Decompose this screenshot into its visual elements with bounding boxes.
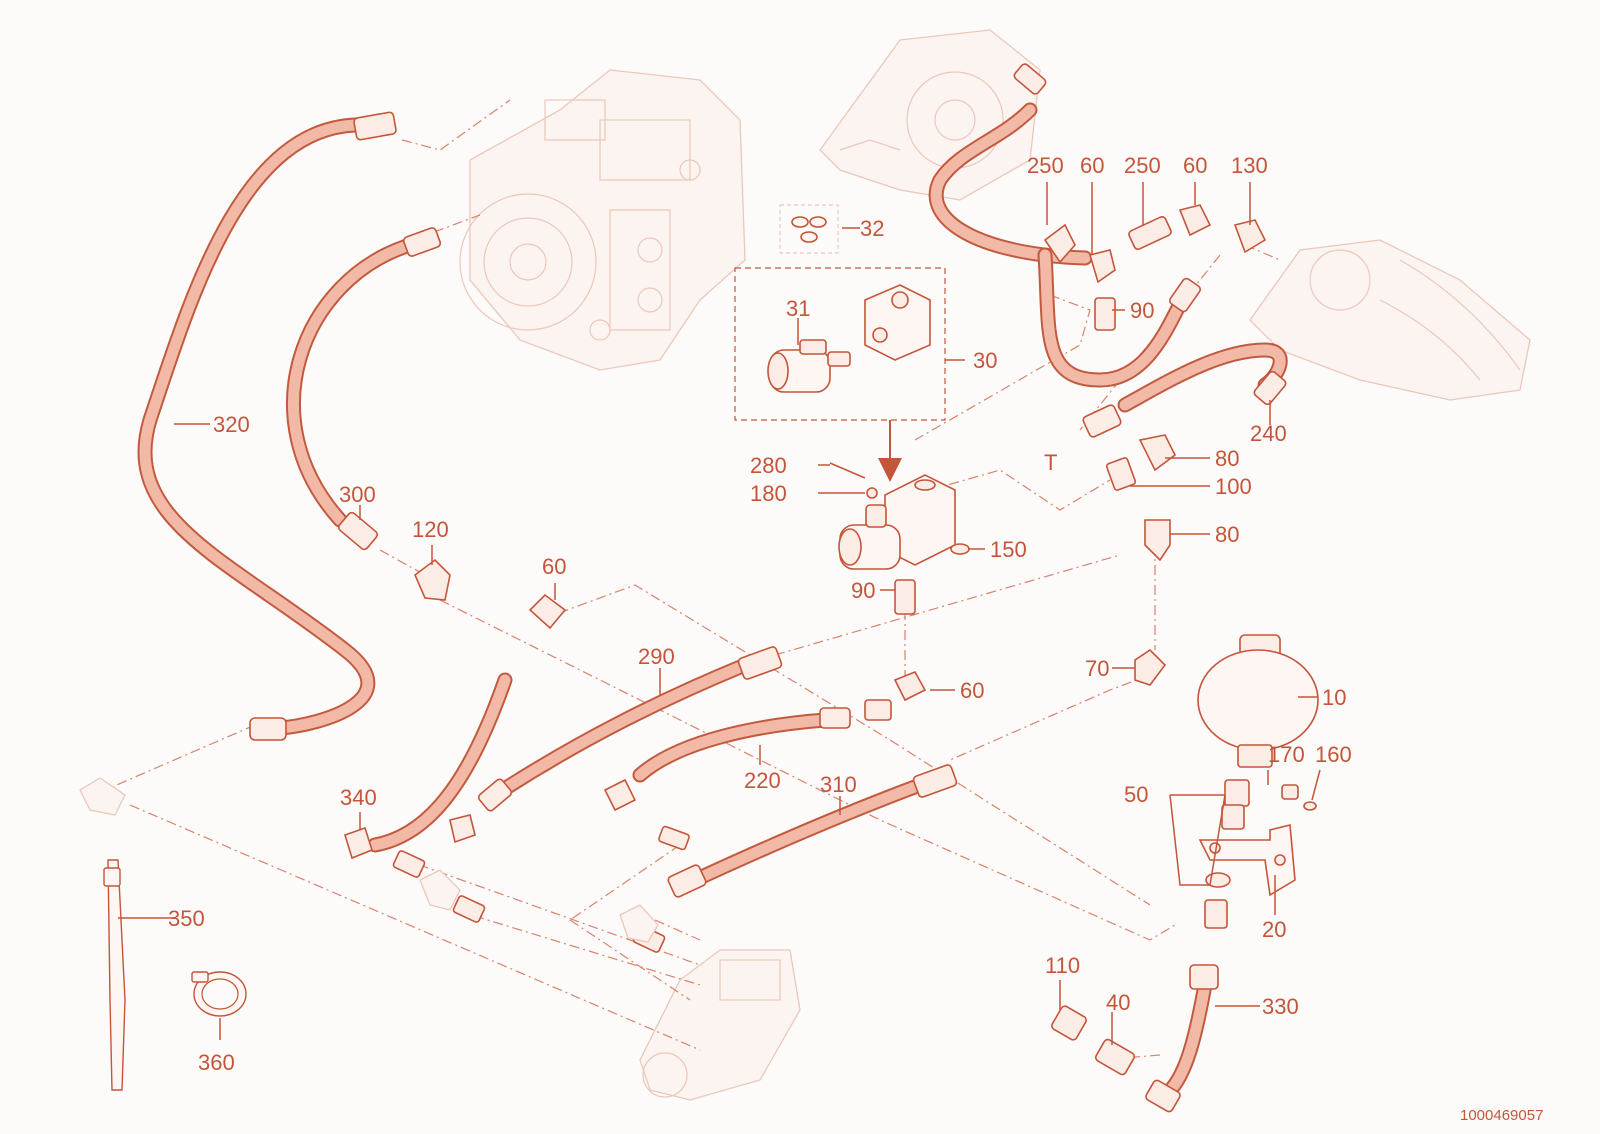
callout-360: 360 bbox=[198, 1050, 235, 1075]
callout-80-b: 80 bbox=[1215, 522, 1239, 547]
bolt-170 bbox=[1281, 784, 1317, 811]
callout-32: 32 bbox=[860, 216, 884, 241]
bracket-20 bbox=[1198, 823, 1296, 897]
callout-250-a: 250 bbox=[1027, 153, 1064, 178]
callout-150: 150 bbox=[990, 537, 1027, 562]
callout-50: 50 bbox=[1124, 782, 1148, 807]
label-leader-lines bbox=[118, 182, 1321, 1045]
callout-250-b: 250 bbox=[1124, 153, 1161, 178]
callout-350: 350 bbox=[168, 906, 205, 931]
callout-170: 170 bbox=[1268, 742, 1305, 767]
valve-assembly-group-30 bbox=[734, 267, 946, 421]
callout-330: 330 bbox=[1262, 994, 1299, 1019]
ghost-axle-gearbox bbox=[1249, 239, 1531, 401]
seal-kit-32 bbox=[779, 204, 839, 254]
hose-310 bbox=[687, 777, 928, 888]
hose-340 bbox=[367, 672, 513, 853]
callout-90-mid: 90 bbox=[851, 578, 875, 603]
callout-10: 10 bbox=[1322, 685, 1346, 710]
callout-60-top-a: 60 bbox=[1080, 153, 1104, 178]
callout-290: 290 bbox=[638, 644, 675, 669]
accumulator-10 bbox=[1197, 634, 1319, 888]
callout-100: 100 bbox=[1215, 474, 1252, 499]
callout-60-left: 60 bbox=[542, 554, 566, 579]
callout-300: 300 bbox=[339, 482, 376, 507]
callout-180: 180 bbox=[750, 481, 787, 506]
hose-clamp-360 bbox=[191, 971, 247, 1017]
cable-tie-350 bbox=[103, 859, 126, 1091]
callout-280: 280 bbox=[750, 453, 787, 478]
callout-240: 240 bbox=[1250, 421, 1287, 446]
callout-60-mid: 60 bbox=[960, 678, 984, 703]
hose-290 bbox=[487, 657, 753, 803]
ghost-drive-motor-top bbox=[819, 29, 1041, 201]
valve-block-installed bbox=[829, 462, 970, 570]
callout-110: 110 bbox=[1045, 953, 1080, 978]
hose-220 bbox=[632, 712, 833, 783]
ghost-fittings bbox=[79, 777, 659, 943]
callout-90-top: 90 bbox=[1130, 298, 1154, 323]
callout-130: 130 bbox=[1231, 153, 1268, 178]
hose-fittings bbox=[249, 63, 1287, 1113]
hose-250-upper bbox=[928, 102, 1093, 266]
hose-330 bbox=[1157, 977, 1213, 1103]
ghost-control-valve-bottom bbox=[639, 949, 801, 1101]
hose-250-loop bbox=[1037, 247, 1193, 388]
hose-320 bbox=[137, 117, 376, 736]
hose-240 bbox=[1117, 342, 1288, 413]
hose-300 bbox=[286, 237, 418, 528]
port-label-t: T bbox=[1044, 450, 1057, 475]
callout-310: 310 bbox=[820, 772, 857, 797]
callout-70: 70 bbox=[1085, 656, 1109, 681]
callout-labels: 320 300 120 60 340 350 360 290 220 310 3… bbox=[168, 153, 1543, 1124]
callout-40: 40 bbox=[1106, 990, 1130, 1015]
document-number: 1000469057 bbox=[1460, 1107, 1543, 1124]
callout-160: 160 bbox=[1315, 742, 1352, 767]
callout-340: 340 bbox=[340, 785, 377, 810]
callout-320: 320 bbox=[213, 412, 250, 437]
callout-31: 31 bbox=[786, 296, 810, 321]
callout-30: 30 bbox=[973, 348, 997, 373]
arrow-down-icon bbox=[878, 420, 902, 482]
callout-220: 220 bbox=[744, 768, 781, 793]
callout-20: 20 bbox=[1262, 917, 1286, 942]
callout-60-top-b: 60 bbox=[1183, 153, 1207, 178]
ghost-hydraulic-pump bbox=[459, 69, 746, 371]
callout-80-a: 80 bbox=[1215, 446, 1239, 471]
callout-120: 120 bbox=[412, 517, 449, 542]
